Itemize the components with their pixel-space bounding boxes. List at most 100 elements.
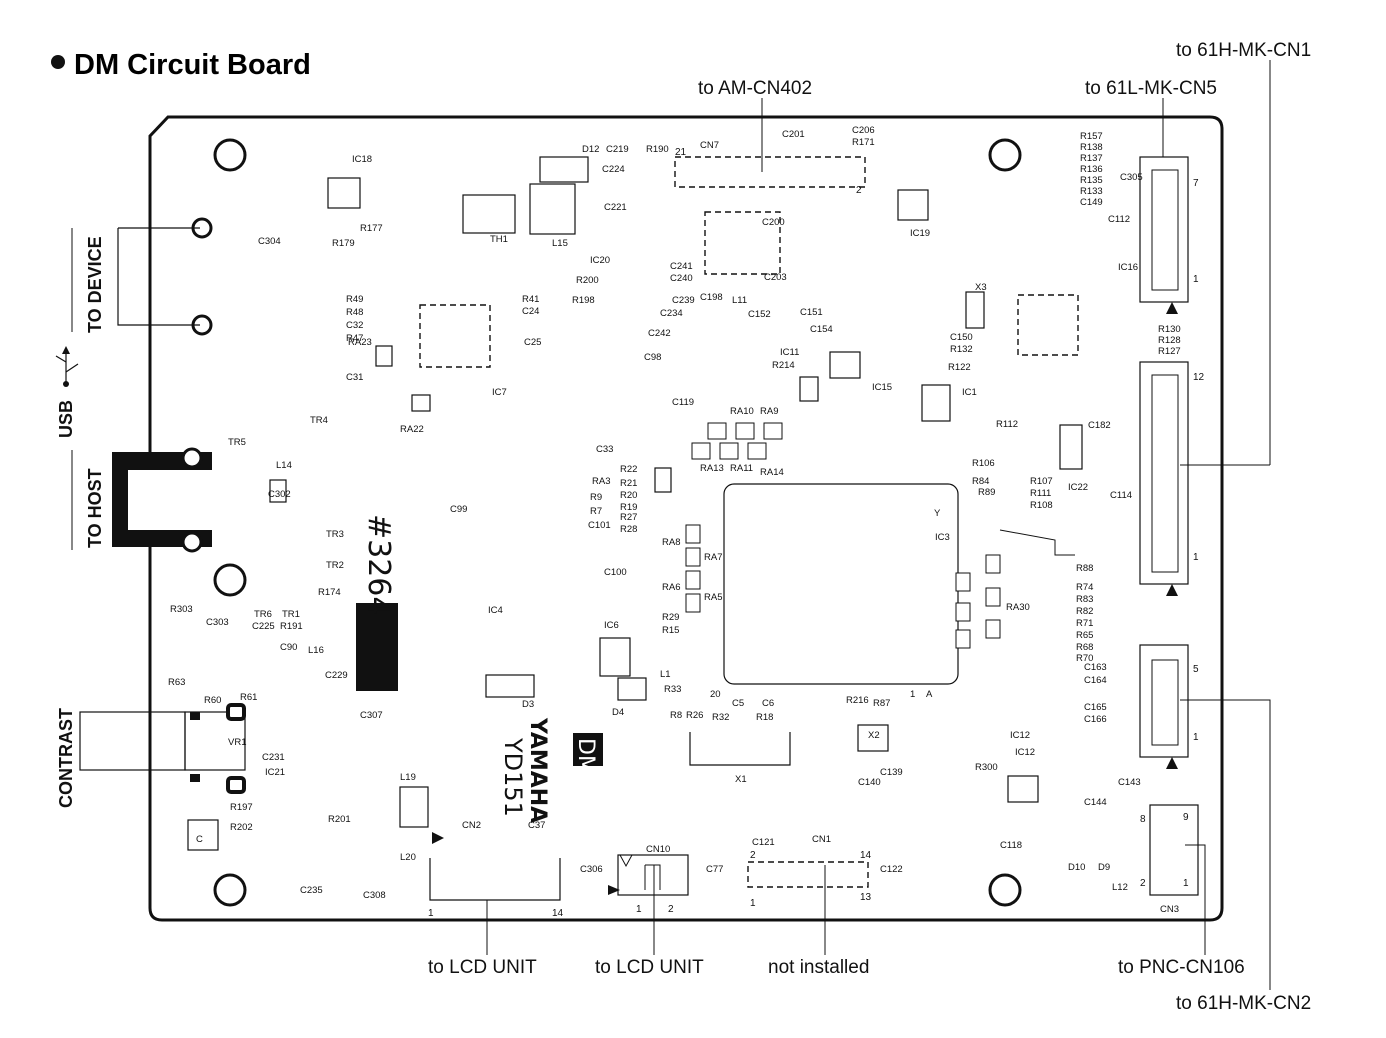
svg-text:R198: R198 xyxy=(572,295,595,306)
svg-text:R137: R137 xyxy=(1080,153,1103,164)
svg-text:CN7: CN7 xyxy=(700,140,719,151)
svg-text:C144: C144 xyxy=(1084,797,1107,808)
svg-text:C224: C224 xyxy=(602,164,625,175)
svg-text:C37: C37 xyxy=(528,820,545,831)
svg-text:C122: C122 xyxy=(880,864,903,875)
svg-text:C234: C234 xyxy=(660,308,683,319)
svg-text:RA3: RA3 xyxy=(592,476,610,487)
svg-text:C206: C206 xyxy=(852,125,875,136)
svg-text:IC16: IC16 xyxy=(1118,262,1138,273)
svg-text:L19: L19 xyxy=(400,772,416,783)
maker-mark: YAMAHA xyxy=(525,717,550,823)
svg-text:C118: C118 xyxy=(1000,840,1022,851)
svg-text:R33: R33 xyxy=(664,684,681,695)
svg-text:R106: R106 xyxy=(972,458,995,469)
svg-text:R127: R127 xyxy=(1158,346,1181,357)
svg-text:R49: R49 xyxy=(346,294,363,305)
svg-text:R9: R9 xyxy=(590,492,602,503)
board-number: #3264 xyxy=(361,514,396,615)
svg-text:C99: C99 xyxy=(450,504,467,515)
to-device-label: TO DEVICE xyxy=(85,236,105,333)
svg-text:C165: C165 xyxy=(1084,702,1107,713)
cn4-connector: 5 1 xyxy=(1139,644,1199,769)
svg-text:C164: C164 xyxy=(1084,675,1107,686)
usb-device-connector-cn9 xyxy=(117,217,213,336)
svg-text:R21: R21 xyxy=(620,478,637,489)
svg-text:R26: R26 xyxy=(686,710,703,721)
am-cn402-label: to AM-CN402 xyxy=(698,78,812,99)
svg-text:R300: R300 xyxy=(975,762,998,773)
svg-text:C240: C240 xyxy=(670,273,693,284)
svg-text:TR2: TR2 xyxy=(326,560,344,571)
svg-text:C101: C101 xyxy=(588,520,611,531)
svg-text:C154: C154 xyxy=(810,324,833,335)
cn7-connector: 21 2 CN7 xyxy=(674,140,866,196)
svg-text:R130: R130 xyxy=(1158,324,1181,335)
svg-text:R157: R157 xyxy=(1080,131,1103,142)
svg-text:C32: C32 xyxy=(346,320,363,331)
minor-components: C xyxy=(187,177,1083,851)
svg-text:X1: X1 xyxy=(735,774,747,785)
svg-text:L12: L12 xyxy=(1112,882,1128,893)
svg-text:CN10: CN10 xyxy=(646,844,670,855)
page-title: DM Circuit Board xyxy=(74,49,311,81)
svg-text:Y: Y xyxy=(934,508,941,519)
title-bullet-icon xyxy=(51,55,65,69)
svg-text:IC12: IC12 xyxy=(1015,747,1035,758)
svg-text:R108: R108 xyxy=(1030,500,1053,511)
svg-text:C121: C121 xyxy=(752,837,775,848)
svg-text:2: 2 xyxy=(856,185,862,196)
svg-text:R179: R179 xyxy=(332,238,355,249)
svg-text:C241: C241 xyxy=(670,261,693,272)
svg-text:1: 1 xyxy=(1193,274,1199,285)
svg-text:C143: C143 xyxy=(1118,777,1141,788)
svg-text:C139: C139 xyxy=(880,767,903,778)
svg-text:R171: R171 xyxy=(852,137,875,148)
svg-text:TR6: TR6 xyxy=(254,609,272,620)
svg-text:C219: C219 xyxy=(606,144,629,155)
svg-text:L20: L20 xyxy=(400,852,416,863)
61l-mk-cn5-label: to 61L-MK-CN5 xyxy=(1085,78,1217,99)
svg-text:R28: R28 xyxy=(620,524,637,535)
cn2-connector: 1 14 CN2 xyxy=(428,820,564,919)
l15-coil xyxy=(529,183,576,235)
svg-text:X2: X2 xyxy=(868,730,880,741)
svg-text:C6: C6 xyxy=(762,698,774,709)
svg-text:1: 1 xyxy=(428,908,434,919)
svg-text:R83: R83 xyxy=(1076,594,1093,605)
svg-text:CN2: CN2 xyxy=(462,820,481,831)
ic7-chip xyxy=(419,304,491,368)
svg-text:R29: R29 xyxy=(662,612,679,623)
svg-text:IC12: IC12 xyxy=(1010,730,1030,741)
61h-mk-cn1-label: to 61H-MK-CN1 xyxy=(1176,40,1311,61)
svg-text:D4: D4 xyxy=(612,707,624,718)
svg-text:IC6: IC6 xyxy=(604,620,619,631)
svg-text:R132: R132 xyxy=(950,344,973,355)
board-name: DM xyxy=(573,738,598,774)
svg-text:C149: C149 xyxy=(1080,197,1103,208)
reference-designators: IC1 IC3 IC4 IC6 IC7 IC11 IC12 IC15 IC16 … xyxy=(168,125,1181,901)
svg-text:A: A xyxy=(926,689,933,700)
svg-text:C90: C90 xyxy=(280,642,297,653)
svg-text:C198: C198 xyxy=(700,292,723,303)
svg-text:C77: C77 xyxy=(706,864,723,875)
svg-text:C152: C152 xyxy=(748,309,771,320)
svg-text:R41: R41 xyxy=(522,294,539,305)
svg-text:C24: C24 xyxy=(522,306,539,317)
svg-text:R136: R136 xyxy=(1080,164,1103,175)
svg-text:IC21: IC21 xyxy=(265,767,285,778)
svg-text:C5: C5 xyxy=(732,698,744,709)
svg-text:8: 8 xyxy=(1140,814,1146,825)
svg-text:R70: R70 xyxy=(1076,653,1093,664)
svg-text:R88: R88 xyxy=(1076,563,1093,574)
svg-text:R15: R15 xyxy=(662,625,679,636)
svg-text:D10: D10 xyxy=(1068,862,1085,873)
svg-text:R22: R22 xyxy=(620,464,637,475)
svg-text:X3: X3 xyxy=(975,282,987,293)
svg-text:D3: D3 xyxy=(522,699,534,710)
cn10-connector: 1 2 CN10 xyxy=(608,844,689,915)
svg-text:R216: R216 xyxy=(846,695,869,706)
svg-text:2: 2 xyxy=(1140,878,1146,889)
svg-text:R65: R65 xyxy=(1076,630,1093,641)
svg-text:C201: C201 xyxy=(782,129,805,140)
